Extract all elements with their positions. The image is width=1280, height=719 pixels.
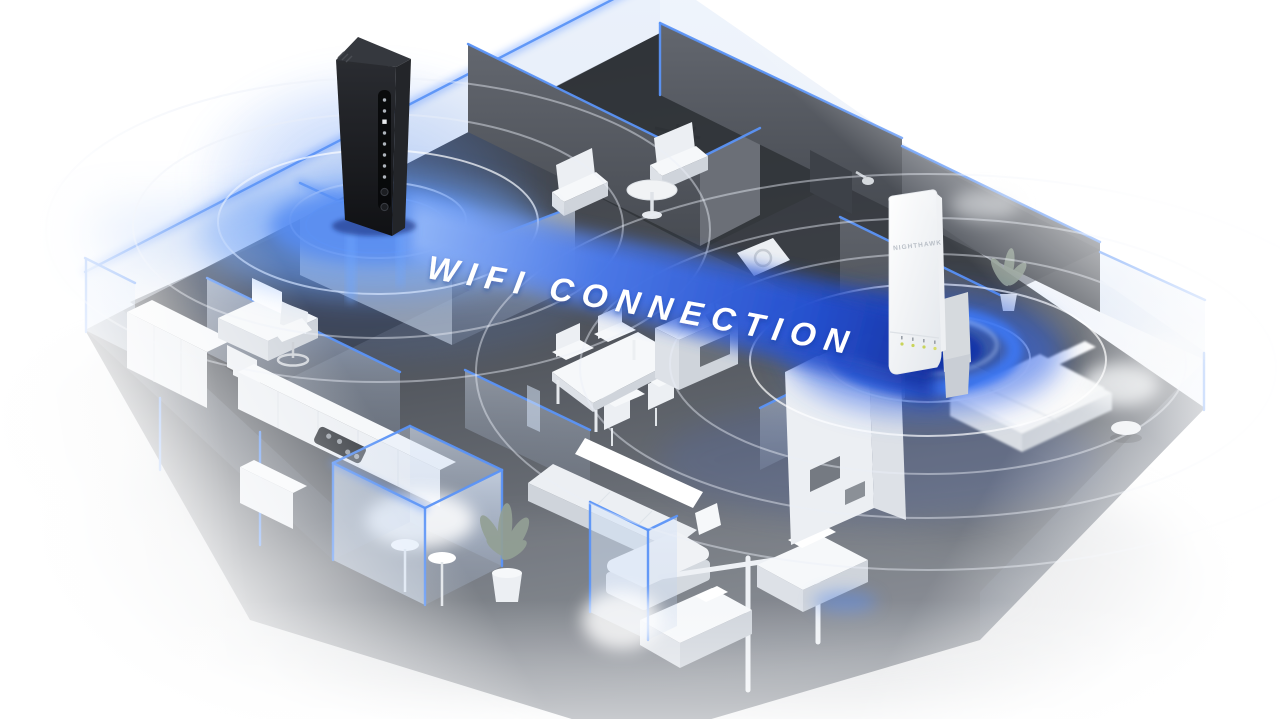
wifi-connection-scene: NIGHTHAWK WIFI CONNECTION bbox=[0, 0, 1280, 719]
scene-canvas: NIGHTHAWK WIFI CONNECTION bbox=[0, 0, 1280, 719]
edge-fades bbox=[0, 0, 1280, 719]
